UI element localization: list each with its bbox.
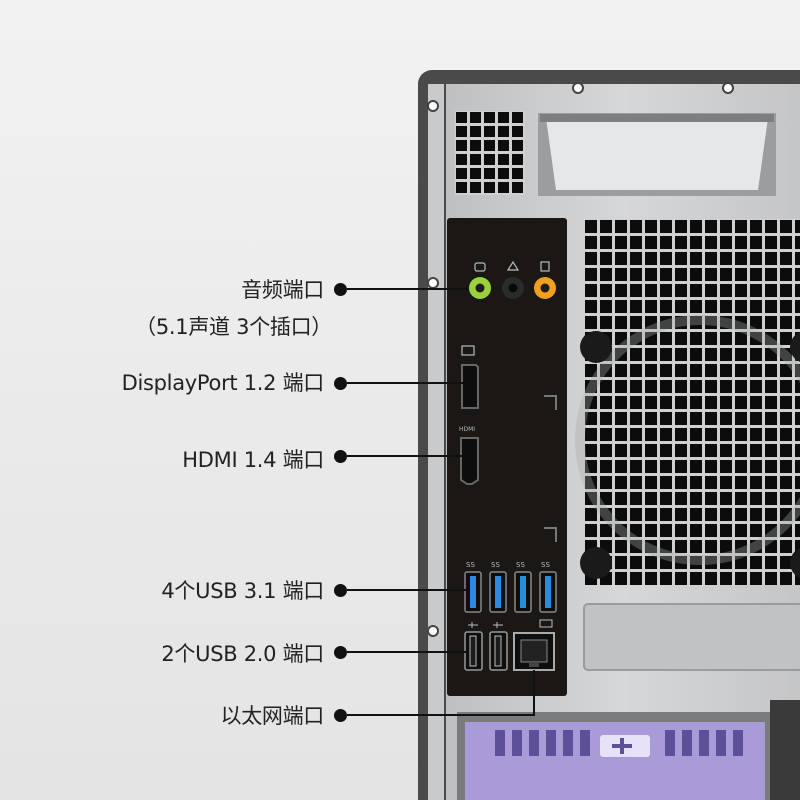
audio-jacks — [469, 260, 556, 299]
hdmi-label: HDMI 1.4 端口 — [182, 448, 324, 472]
callout-dot — [334, 646, 347, 659]
audio-port-label: 音频端口 — [241, 278, 324, 302]
callout-line — [347, 455, 463, 457]
callout-line — [347, 651, 467, 653]
audio-port-sublabel: （5.1声道 3个插口） — [135, 315, 332, 339]
thumb-screw — [580, 547, 612, 579]
displayport-label: DisplayPort 1.2 端口 — [121, 371, 325, 395]
usb31-ports: SS SS SS SS — [464, 561, 557, 613]
callout-line — [347, 589, 467, 591]
callout-dot — [334, 584, 347, 597]
displayport-port — [461, 345, 479, 409]
callout-dot — [334, 377, 347, 390]
usb20-ports — [464, 622, 508, 671]
ss-mark: SS — [491, 561, 500, 569]
ss-mark: SS — [516, 561, 525, 569]
usb31-label: 4个USB 3.1 端口 — [161, 579, 324, 603]
hdmi-mark: HDMI — [459, 426, 475, 433]
callout-dot — [334, 283, 347, 296]
ss-mark: SS — [466, 561, 475, 569]
hdmi-port: HDMI — [459, 426, 479, 485]
usb20-label: 2个USB 2.0 端口 — [161, 642, 324, 666]
callout-line — [347, 382, 463, 384]
ethernet-port — [513, 619, 555, 671]
fan-mesh — [584, 219, 800, 585]
callout-line — [347, 288, 468, 290]
callout-dot — [334, 709, 347, 722]
top-vent — [455, 111, 525, 195]
thumb-screw — [580, 331, 612, 363]
callout-dot — [334, 450, 347, 463]
callout-line — [347, 714, 535, 716]
ss-mark: SS — [541, 561, 550, 569]
callout-line-vertical — [533, 670, 535, 716]
ethernet-label: 以太网端口 — [220, 704, 325, 728]
